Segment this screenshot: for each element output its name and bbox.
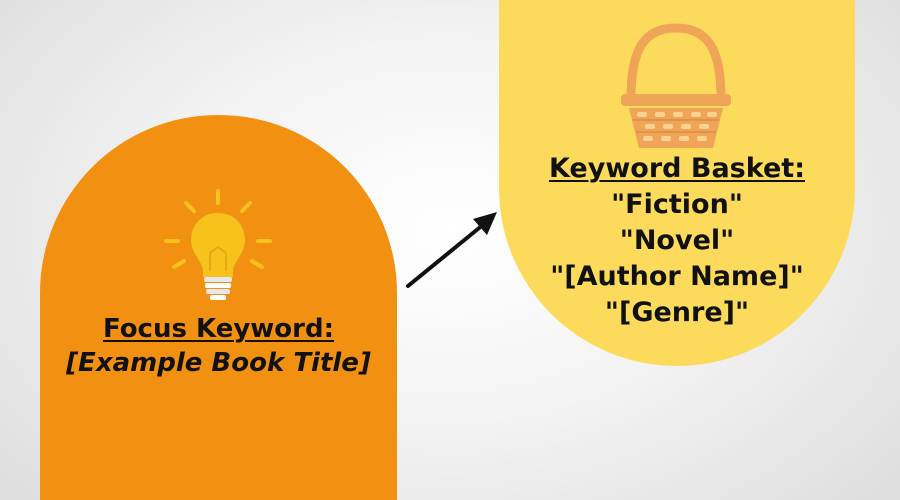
basket-icon: [621, 23, 731, 148]
arrow-icon: [406, 212, 497, 288]
focus-keyword-heading: Focus Keyword:: [102, 314, 334, 344]
lightbulb-icon: [164, 189, 272, 300]
keyword-item: "[Author Name]": [550, 261, 804, 292]
focus-keyword-panel: [40, 115, 397, 500]
keyword-item: "Novel": [619, 225, 735, 256]
focus-keyword-block: Focus Keyword: [Example Book Title]: [40, 312, 397, 380]
focus-keyword-value: [Example Book Title]: [66, 348, 371, 378]
keyword-basket-heading: Keyword Basket:: [548, 153, 805, 184]
keyword-item: "[Genre]": [604, 297, 750, 328]
keyword-basket-panel: [499, 0, 855, 366]
keyword-basket-block: Keyword Basket: "Fiction" "Novel" "[Auth…: [499, 151, 855, 331]
keyword-item: "Fiction": [611, 189, 743, 220]
